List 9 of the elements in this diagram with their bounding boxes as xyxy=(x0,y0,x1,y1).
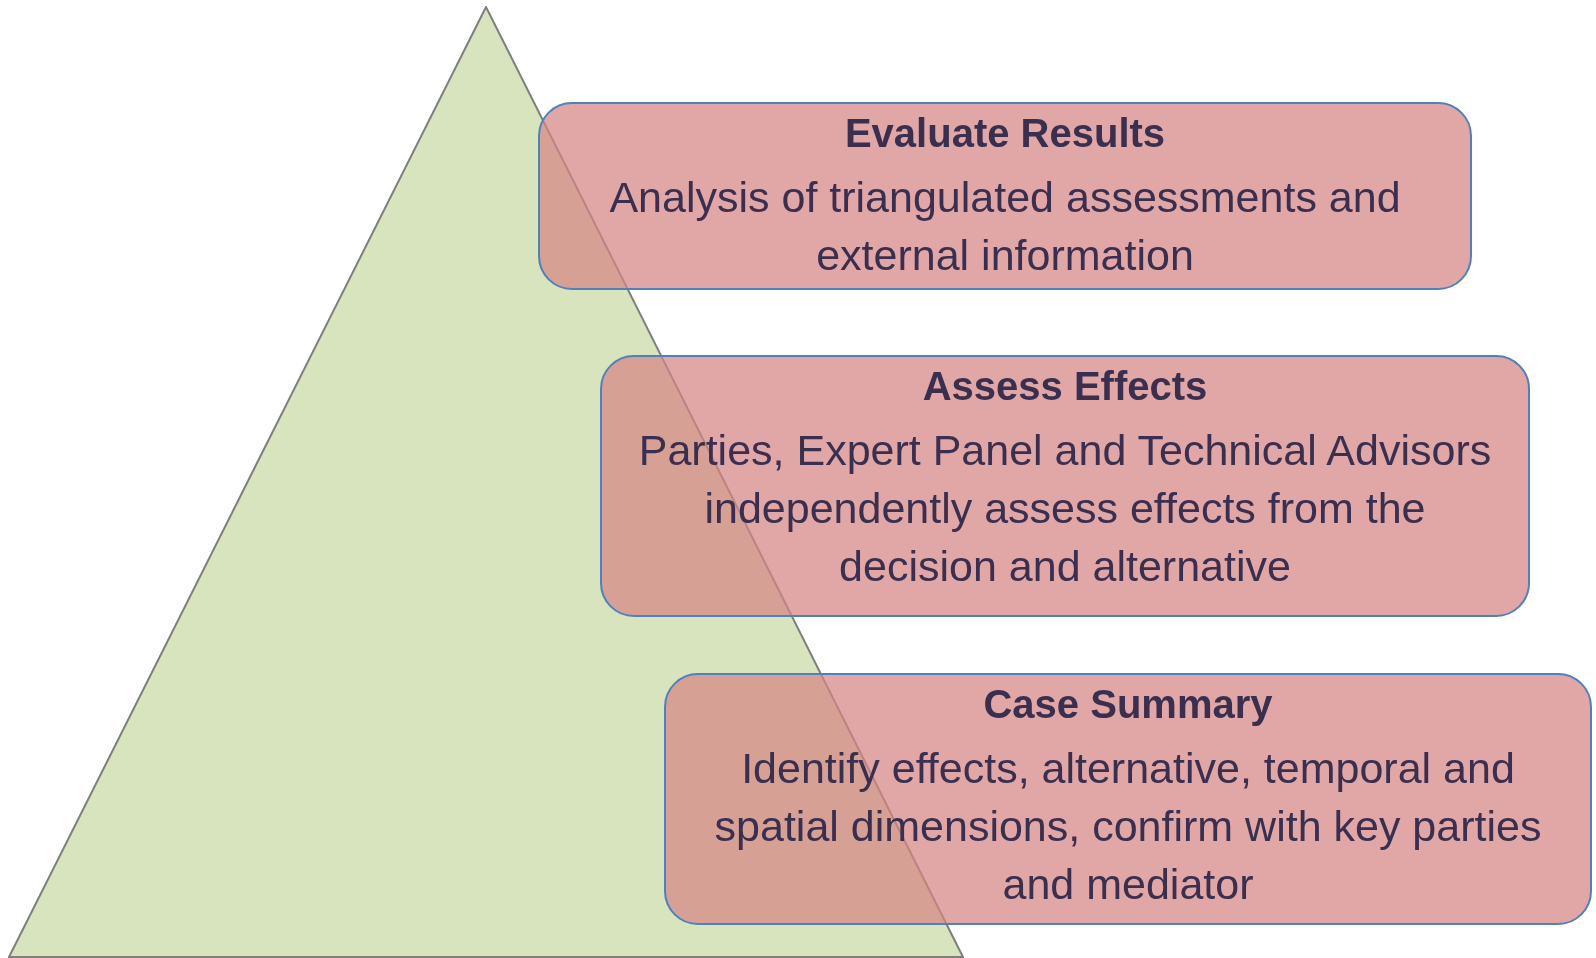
step-description: Parties, Expert Panel and Technical Advisors independently assess effects from the decision and alternative xyxy=(637,425,1493,593)
step-card xyxy=(664,673,1592,925)
step-description: Analysis of triangulated assessments and external information xyxy=(608,172,1402,282)
step-heading: Evaluate Results xyxy=(844,110,1166,157)
step-card xyxy=(538,102,1472,290)
step-heading: Case Summary xyxy=(983,681,1273,728)
step-description: Identify effects, alternative, temporal and spatial dimensions, confirm with key parties and mediator xyxy=(713,743,1543,911)
step-card xyxy=(600,355,1530,617)
step-heading: Assess Effects xyxy=(922,363,1208,410)
